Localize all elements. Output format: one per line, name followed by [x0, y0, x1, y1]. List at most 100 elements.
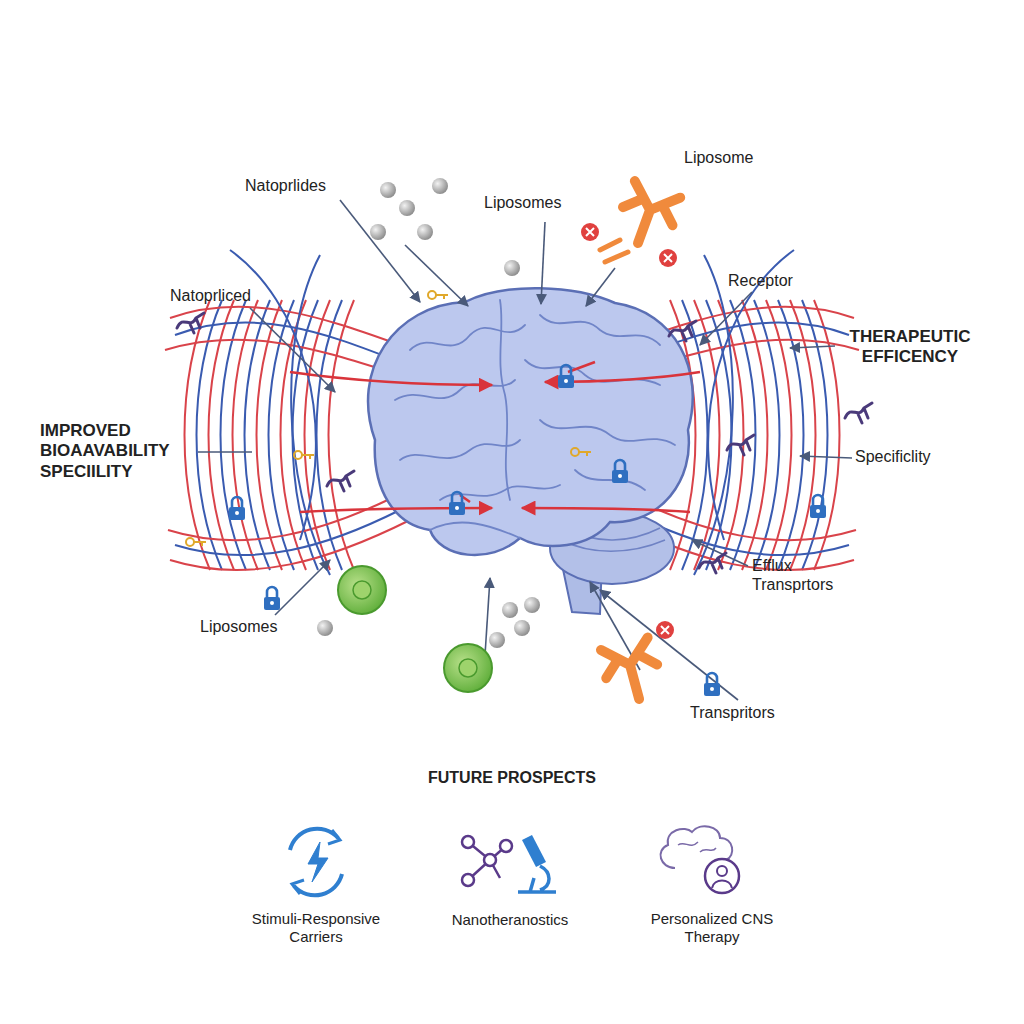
svg-use-part	[264, 587, 280, 610]
text-label: IMPROVED BIOAAVABILITY SPECIILITY	[40, 421, 205, 482]
svg-path-part	[275, 560, 330, 615]
svg-path-part	[368, 288, 693, 555]
leader-lines	[198, 200, 852, 700]
svg-circle-part	[717, 866, 727, 876]
svg-use-part	[704, 673, 720, 696]
svg-use-part	[489, 632, 505, 648]
text-label: Liposomes	[200, 617, 320, 636]
svg-use-part	[613, 180, 682, 252]
ligand-keys	[186, 291, 591, 586]
svg-path-part	[400, 440, 520, 460]
svg-use-part	[432, 178, 448, 194]
svg-use-part	[317, 620, 333, 636]
svg-use-part	[399, 200, 415, 216]
svg-path-part	[522, 835, 546, 867]
svg-use-part	[599, 637, 665, 706]
svg-path-part	[540, 315, 660, 345]
svg-path-part	[328, 830, 340, 844]
svg-use-part	[558, 365, 574, 388]
svg-use-part	[428, 291, 448, 299]
svg-use-part	[370, 224, 386, 240]
svg-path-part	[575, 470, 645, 490]
svg-path-part	[294, 874, 342, 895]
text-label: Receptor	[728, 271, 828, 290]
svg-use-part	[327, 471, 354, 491]
antibodies	[581, 180, 682, 706]
svg-use-part	[656, 621, 674, 639]
svg-path-part	[290, 829, 338, 850]
svg-path-part	[700, 292, 752, 345]
svg-path-part	[291, 255, 330, 575]
green-cells	[338, 566, 492, 692]
text-label: FUTURE PROSPECTS	[412, 768, 612, 787]
nanotheranostics-icon	[462, 835, 556, 892]
svg-path-part	[500, 300, 510, 500]
svg-use-part	[338, 566, 386, 614]
transport-arrows	[290, 362, 700, 512]
text-label: Natoprlides	[245, 176, 365, 195]
text-label: THERAPEUTIC EFFICENCY	[835, 327, 985, 368]
svg-path-part	[541, 222, 545, 304]
svg-path-part	[600, 590, 738, 700]
svg-path-part	[170, 520, 410, 570]
svg-g-part	[395, 300, 675, 538]
text-label: Liposome	[684, 148, 804, 167]
svg-path-part	[540, 420, 675, 445]
svg-use-part	[727, 435, 754, 455]
svg-circle-part	[500, 840, 512, 852]
svg-use-part	[380, 182, 396, 198]
svg-path-part	[485, 578, 490, 655]
svg-path-part	[340, 200, 420, 302]
svg-path-part	[175, 510, 400, 555]
brain-illustration	[368, 288, 693, 614]
svg-use-part	[581, 223, 599, 241]
svg-use-part	[810, 495, 826, 518]
text-label: Liposomes	[484, 193, 614, 212]
personalized-therapy-icon	[661, 826, 739, 893]
svg-path-part	[168, 498, 392, 540]
svg-circle-part	[705, 859, 739, 893]
text-label: Personalized CNS Therapy	[637, 910, 787, 946]
svg-use-part	[699, 553, 726, 573]
svg-path-part	[198, 451, 252, 453]
text-label: Transpritors	[690, 703, 810, 722]
svg-use-part	[524, 597, 540, 613]
svg-path-part	[712, 881, 732, 889]
svg-path-part	[800, 456, 852, 458]
svg-path-part	[250, 308, 335, 392]
svg-use-part	[504, 260, 520, 276]
svg-path-part	[586, 268, 615, 306]
svg-use-part	[571, 448, 591, 456]
svg-path-part	[600, 240, 628, 262]
text-label: Efflux Transprtors	[752, 556, 852, 594]
svg-path-part	[405, 245, 468, 306]
svg-use-part	[449, 492, 465, 515]
text-label: Nanotheranostics	[430, 911, 590, 929]
svg-path-part	[694, 255, 733, 575]
svg-use-part	[186, 538, 206, 546]
svg-use-part	[845, 403, 872, 423]
svg-use-part	[612, 460, 628, 483]
padlocks	[229, 365, 826, 696]
svg-use-part	[669, 321, 696, 341]
svg-path-part	[292, 880, 304, 894]
svg-use-part	[502, 602, 518, 618]
svg-path-part	[165, 340, 390, 372]
svg-use-part	[659, 249, 677, 267]
svg-circle-part	[462, 874, 474, 886]
svg-path-part	[678, 842, 716, 852]
svg-circle-part	[462, 836, 474, 848]
svg-path-part	[522, 508, 690, 512]
svg-use-part	[444, 644, 492, 692]
svg-use-part	[294, 451, 314, 459]
stimuli-icon	[290, 829, 342, 896]
receptors	[177, 313, 872, 573]
svg-path-part	[308, 842, 328, 882]
svg-path-part	[790, 346, 835, 348]
svg-use-part	[417, 224, 433, 240]
svg-use-part	[177, 313, 204, 333]
text-label: Stimuli-Responsive Carriers	[236, 910, 396, 946]
svg-use-part	[514, 620, 530, 636]
